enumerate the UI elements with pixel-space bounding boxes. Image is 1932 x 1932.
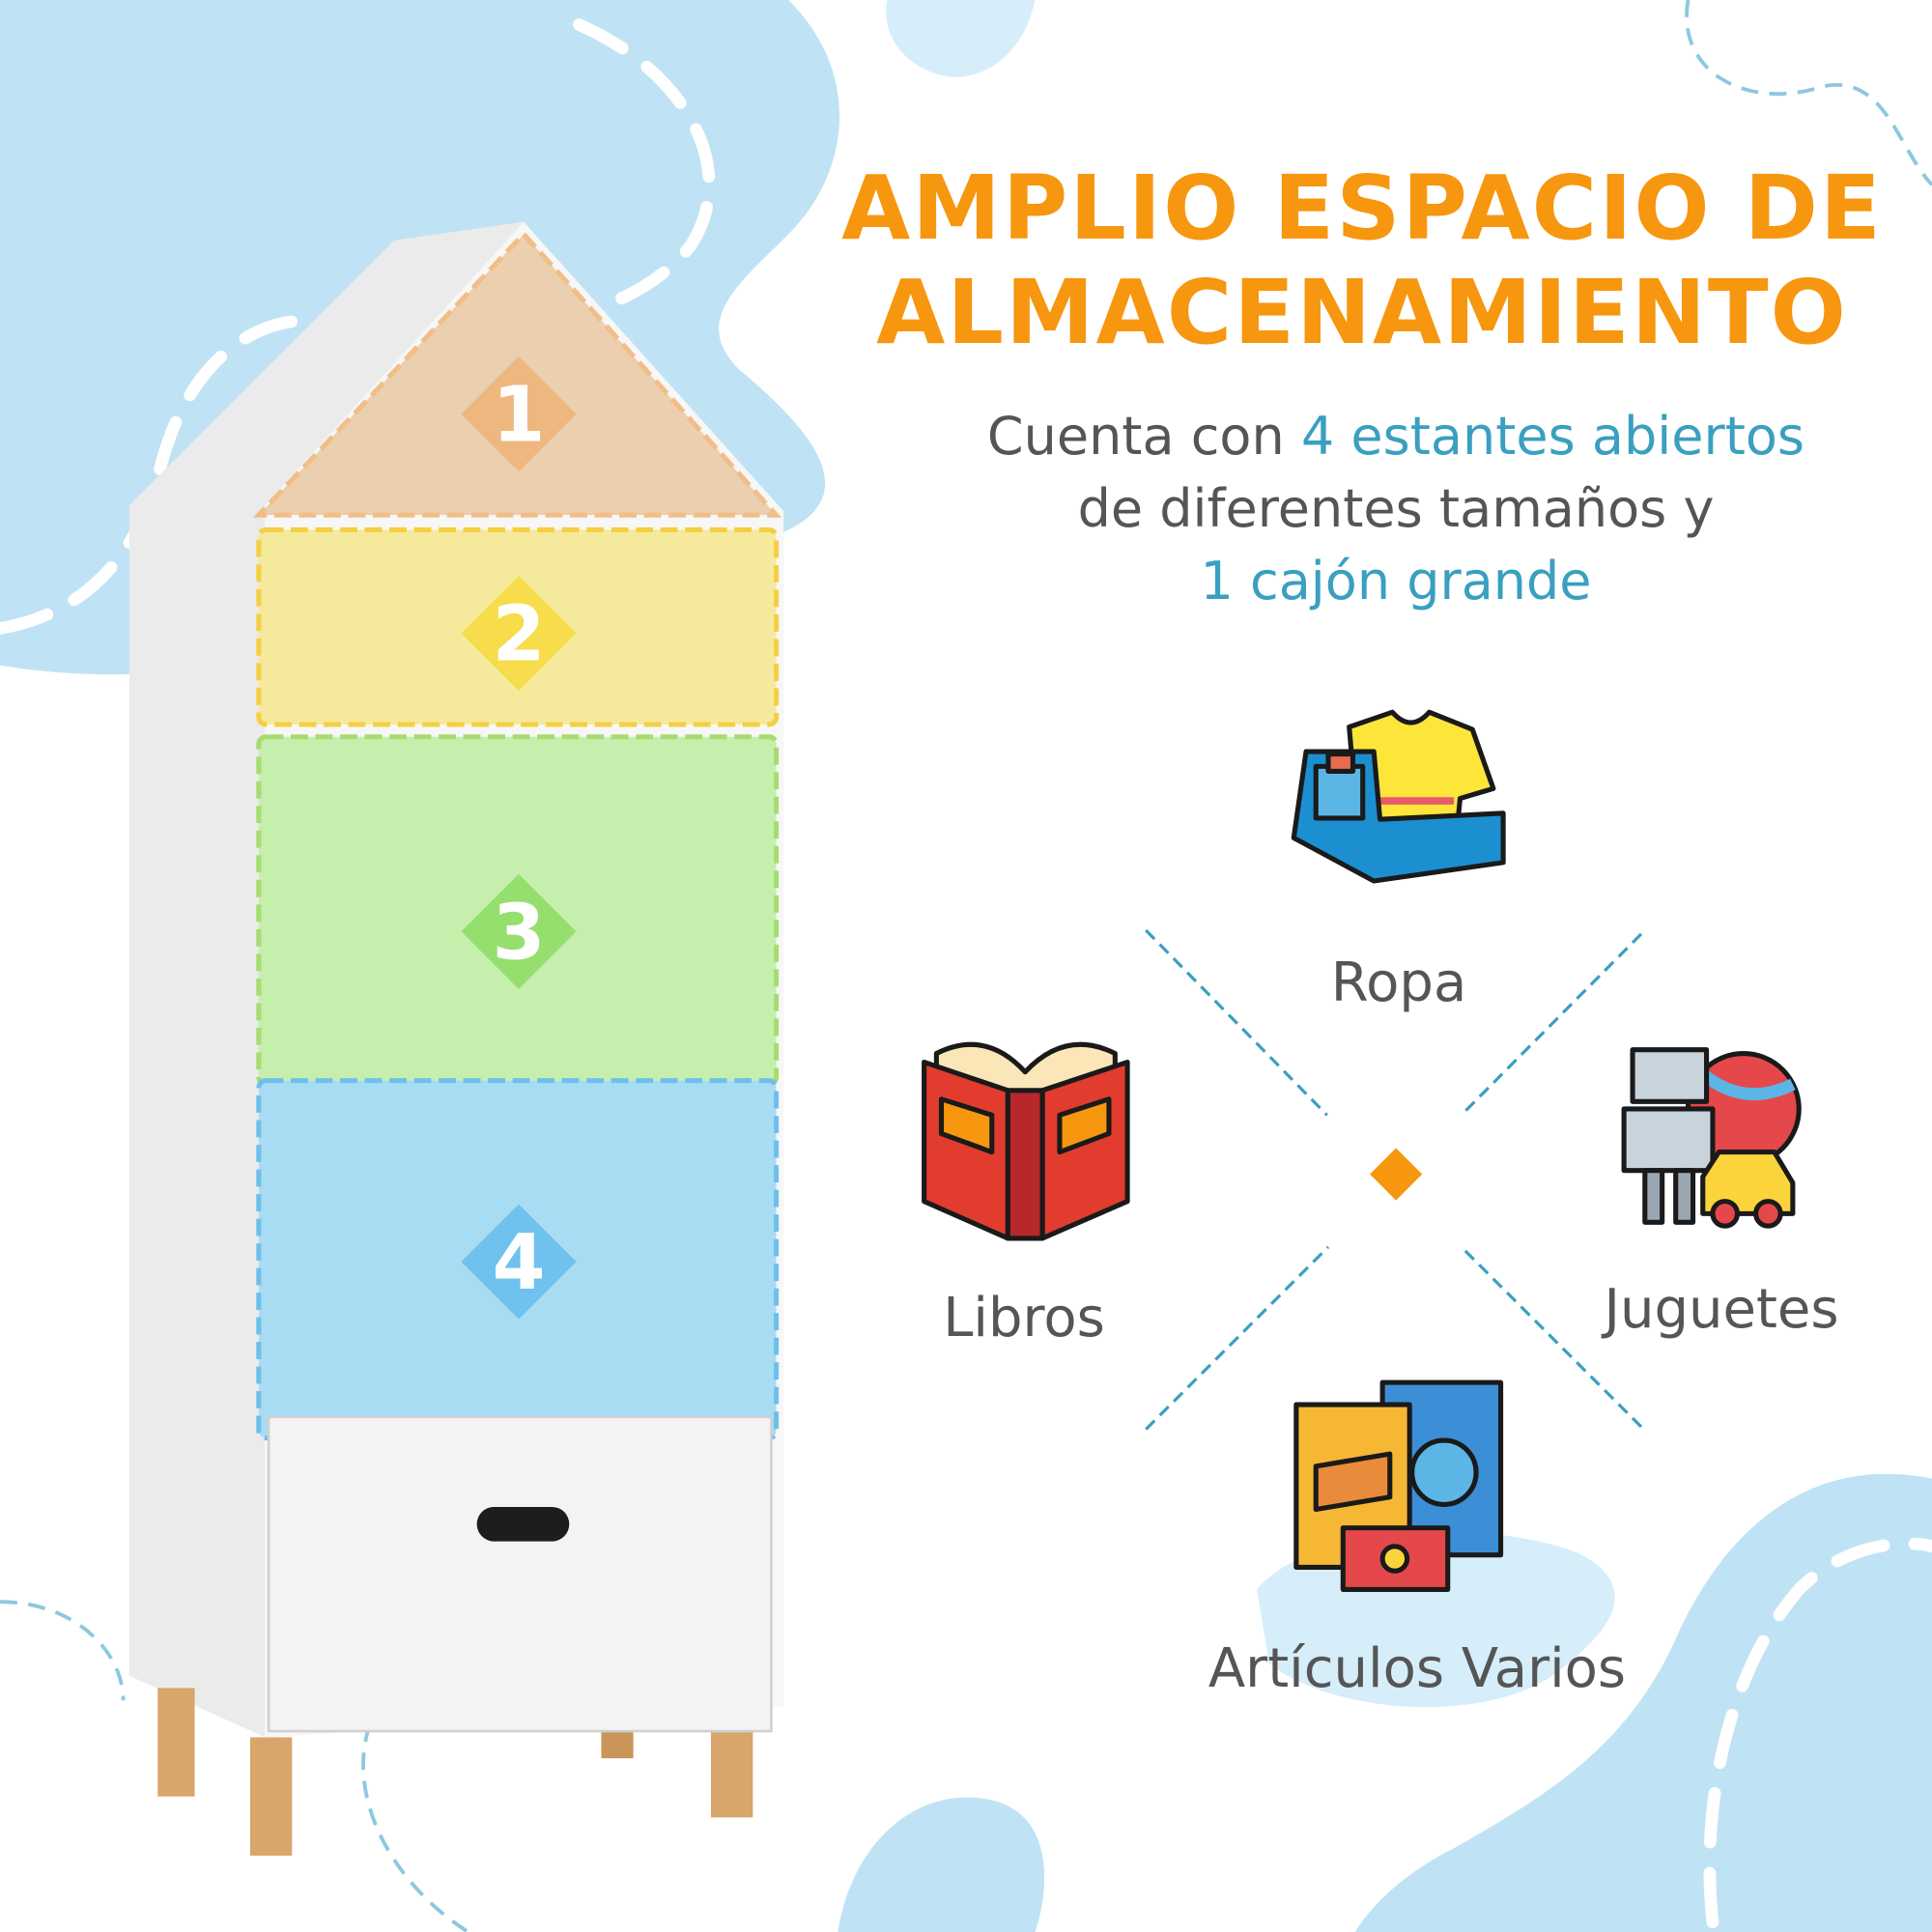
svg-text:4: 4 <box>492 1218 545 1307</box>
diamond-icon <box>1370 1148 1423 1201</box>
shelf-number-1: 1 <box>461 356 577 472</box>
svg-text:2: 2 <box>492 590 545 679</box>
shelf-number-2: 2 <box>461 576 577 692</box>
toys-icon <box>1621 1047 1802 1229</box>
subtitle-text: Cuenta con <box>986 406 1301 467</box>
snacks-icon <box>1293 1379 1504 1592</box>
headline-line-2: ALMACENAMIENTO <box>876 261 1848 364</box>
shelf-number-3: 3 <box>461 873 577 989</box>
shelf-number-4: 4 <box>461 1204 577 1320</box>
category-label-libros: Libros <box>943 1287 1105 1350</box>
subtitle-highlight: 4 estantes abiertos <box>1300 406 1805 467</box>
bookshelf <box>128 221 784 1856</box>
category-label-juguetes: Juguetes <box>1604 1278 1839 1341</box>
subtitle-line-3: 1 cajón grande <box>1200 551 1592 611</box>
svg-text:1: 1 <box>492 371 545 460</box>
category-label-ropa: Ropa <box>1330 952 1467 1014</box>
drawer-handle <box>476 1506 570 1542</box>
book-icon <box>922 1041 1130 1241</box>
clothes-icon <box>1291 709 1506 884</box>
svg-text:3: 3 <box>492 888 545 977</box>
headline-line-1: AMPLIO ESPACIO DE <box>841 156 1883 260</box>
subtitle-line-1: Cuenta con 4 estantes abiertos <box>869 411 1922 463</box>
category-divider <box>1145 928 1643 1431</box>
subtitle-line-2: de diferentes tamaños y <box>1077 478 1715 539</box>
drawer <box>267 1415 773 1733</box>
category-label-varios: Artículos Varios <box>1208 1637 1627 1700</box>
